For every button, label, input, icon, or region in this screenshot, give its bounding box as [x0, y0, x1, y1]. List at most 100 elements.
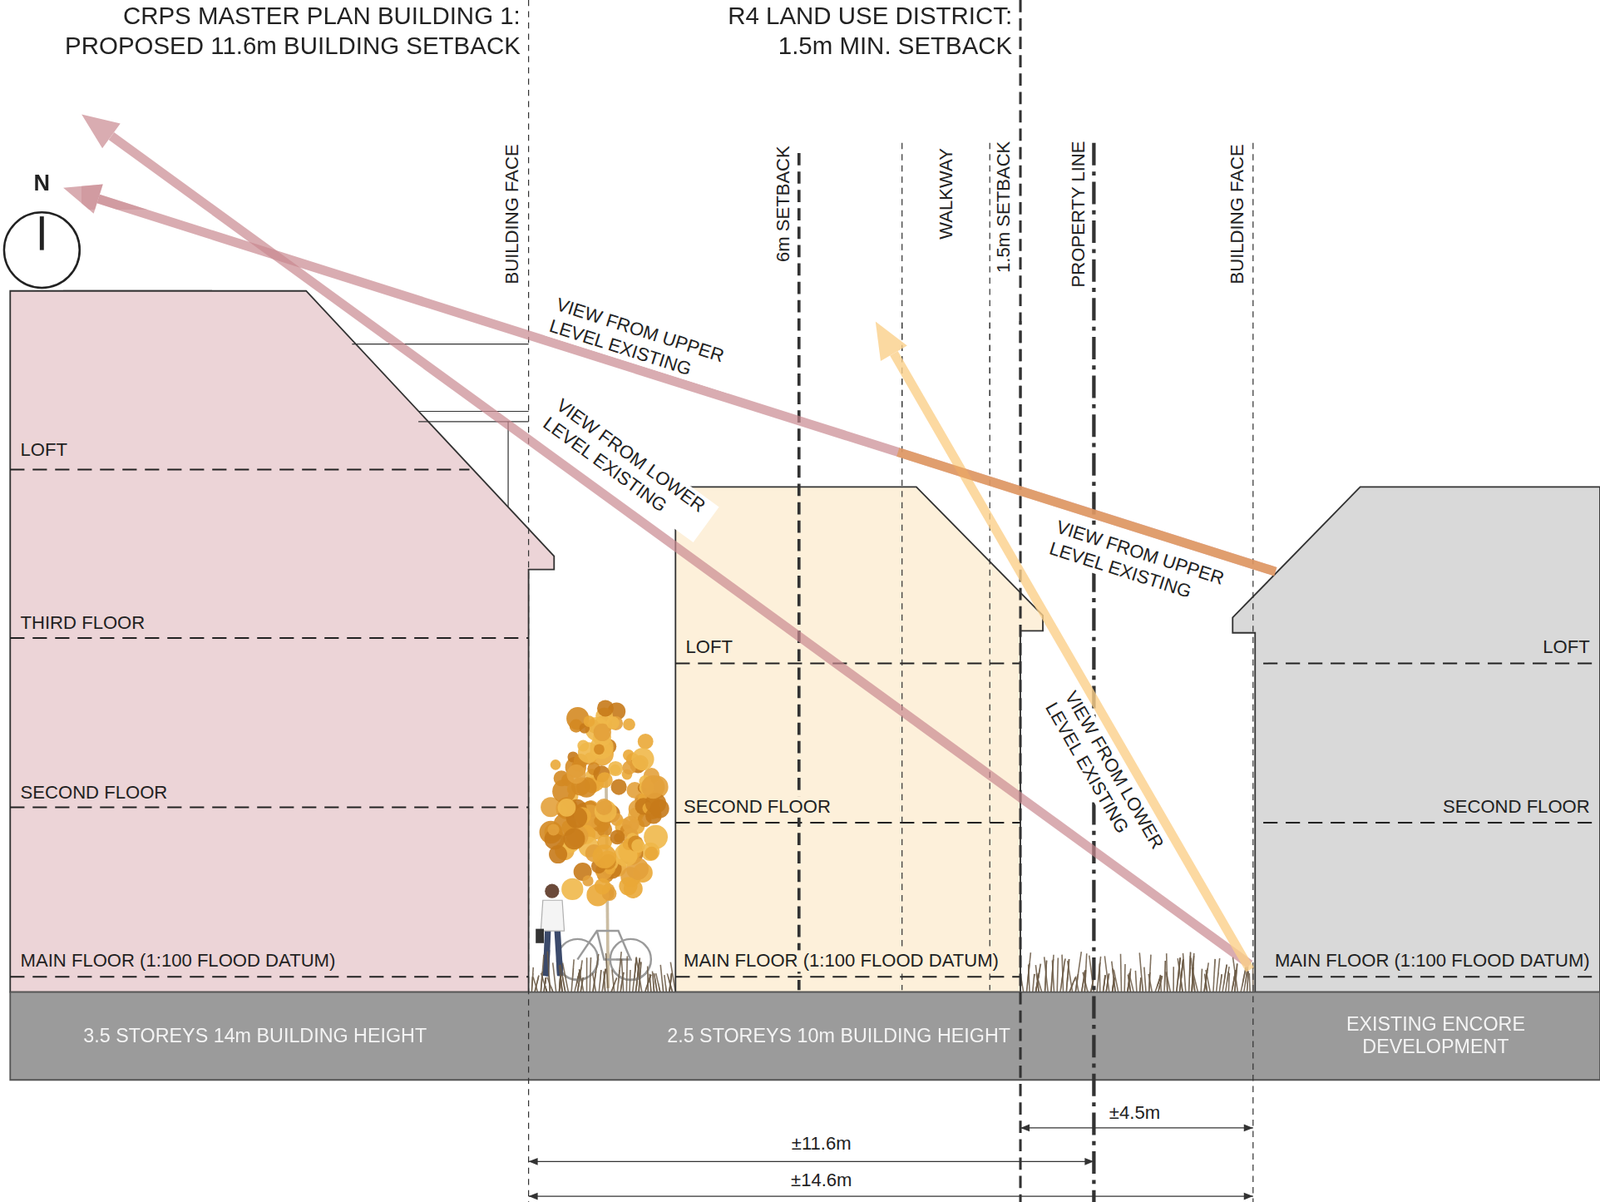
- setback-line: [901, 143, 903, 990]
- grass-blade: [547, 951, 550, 993]
- grass-blade: [626, 956, 628, 993]
- section-title: R4 LAND USE DISTRICT: 1.5m MIN. SETBACK: [704, 1, 1015, 61]
- grass-blade: [1160, 974, 1161, 993]
- view-arrow: [875, 321, 1250, 970]
- balcony-line: [418, 410, 529, 412]
- dimension-line: [528, 1157, 1095, 1166]
- grass-blade: [1061, 954, 1064, 993]
- section-title: CRPS MASTER PLAN BUILDING 1: PROPOSED 11…: [49, 1, 523, 61]
- leaf-cluster: [644, 846, 658, 860]
- line-label: BUILDING FACE: [502, 142, 524, 287]
- grass-blade: [1225, 966, 1230, 993]
- leaf-cluster: [622, 717, 636, 731]
- building-outline: [9, 992, 1600, 1081]
- grass-blade: [1192, 968, 1199, 993]
- setback-line: [1091, 143, 1096, 1202]
- grass-blade: [1164, 960, 1166, 993]
- grass-blade: [1249, 972, 1251, 993]
- grass-blade: [578, 968, 583, 993]
- dimension-stroke: [1020, 1126, 1254, 1128]
- dimension-line: [1020, 1124, 1254, 1132]
- grass-blade: [1228, 972, 1231, 993]
- grass-blade: [1076, 976, 1079, 993]
- grass-blade: [1099, 962, 1102, 992]
- floor-line: [675, 662, 1021, 665]
- floor-line: [675, 821, 1021, 824]
- leaf-cluster: [618, 876, 638, 895]
- grass-blade: [592, 953, 599, 993]
- grass-blade: [660, 964, 663, 993]
- person: [535, 883, 564, 976]
- dimension-label: ±4.5m: [1106, 1101, 1162, 1124]
- height-label: 3.5 STOREYS 14m BUILDING HEIGHT: [83, 1024, 427, 1047]
- leaf-cluster: [547, 823, 559, 835]
- node-outline: [1232, 486, 1600, 992]
- leaf-cluster: [609, 829, 625, 845]
- grass-blade: [602, 968, 606, 993]
- building-outline: [675, 486, 1043, 992]
- leaf-cluster: [563, 827, 586, 850]
- floor-label: SECOND FLOOR: [18, 781, 170, 803]
- building-outline: [1232, 486, 1600, 992]
- grass-blade: [571, 958, 574, 992]
- leaf-cluster: [606, 716, 620, 730]
- grass-blade: [1246, 970, 1249, 992]
- grass-blade: [636, 956, 642, 992]
- balcony-line: [507, 421, 509, 508]
- person-bag: [535, 928, 544, 944]
- grass-blade: [592, 972, 597, 993]
- grass-blade: [1044, 956, 1049, 992]
- height-label: 2.5 STOREYS 10m BUILDING HEIGHT: [666, 1024, 1011, 1047]
- line-label: PROPERTY LINE: [1068, 138, 1091, 290]
- grass-blade: [1166, 972, 1171, 993]
- grass-blade: [646, 965, 649, 992]
- grass-blade: [1139, 952, 1143, 992]
- leaf-cluster: [597, 771, 613, 788]
- floor-line: [675, 975, 1021, 978]
- balcony-line: [351, 343, 529, 345]
- leaf-cluster: [597, 699, 614, 717]
- floor-line: [9, 468, 470, 470]
- grass-blade: [1113, 969, 1119, 993]
- view-arrow: [81, 113, 1250, 964]
- grass-blade: [603, 971, 606, 993]
- grass-blade: [1075, 951, 1082, 993]
- floor-label: SECOND FLOOR: [1441, 795, 1593, 817]
- leaf-cluster: [566, 764, 586, 784]
- grass-blade: [656, 972, 661, 993]
- leaf-cluster: [610, 778, 627, 795]
- leaf-cluster: [593, 743, 605, 755]
- arrow-shaft: [893, 353, 1250, 970]
- view-arrow: [63, 184, 1276, 573]
- grass-blade: [531, 967, 534, 993]
- dimension-stroke: [528, 1160, 1095, 1162]
- floor-label: LOFT: [18, 439, 70, 461]
- grass-blade: [1140, 977, 1141, 992]
- r4-building: LOFTSECOND FLOORMAIN FLOOR (1:100 FLOOD …: [675, 486, 1043, 992]
- grass-blade: [1026, 952, 1031, 993]
- setback-line: [797, 153, 801, 990]
- floor-label: SECOND FLOOR: [681, 795, 834, 817]
- grass-blade: [1032, 973, 1035, 993]
- dimension-head: [1244, 1192, 1254, 1200]
- grass-blade: [1051, 960, 1054, 993]
- setback-line: [528, 0, 529, 1202]
- grass-blade: [1216, 958, 1220, 993]
- leaf-cluster: [558, 798, 577, 817]
- floor-line: [9, 637, 529, 639]
- grass-blade: [1177, 958, 1183, 993]
- grass-blade: [547, 977, 554, 993]
- grass-blade: [1200, 968, 1202, 993]
- floor-line: [9, 806, 529, 809]
- grass-blade: [1205, 969, 1210, 993]
- grass-blade: [586, 957, 588, 992]
- person-shirt: [540, 899, 564, 931]
- grass-blade: [1096, 956, 1102, 993]
- leaf-cluster: [650, 799, 670, 819]
- grass-blade: [1135, 970, 1137, 993]
- setback-line: [989, 143, 991, 990]
- leaf-cluster: [592, 844, 618, 869]
- floor-label: MAIN FLOOR (1:100 FLOOD DATUM): [681, 949, 1002, 971]
- leaf-cluster: [641, 775, 665, 799]
- line-label: WALKWAY: [935, 146, 958, 242]
